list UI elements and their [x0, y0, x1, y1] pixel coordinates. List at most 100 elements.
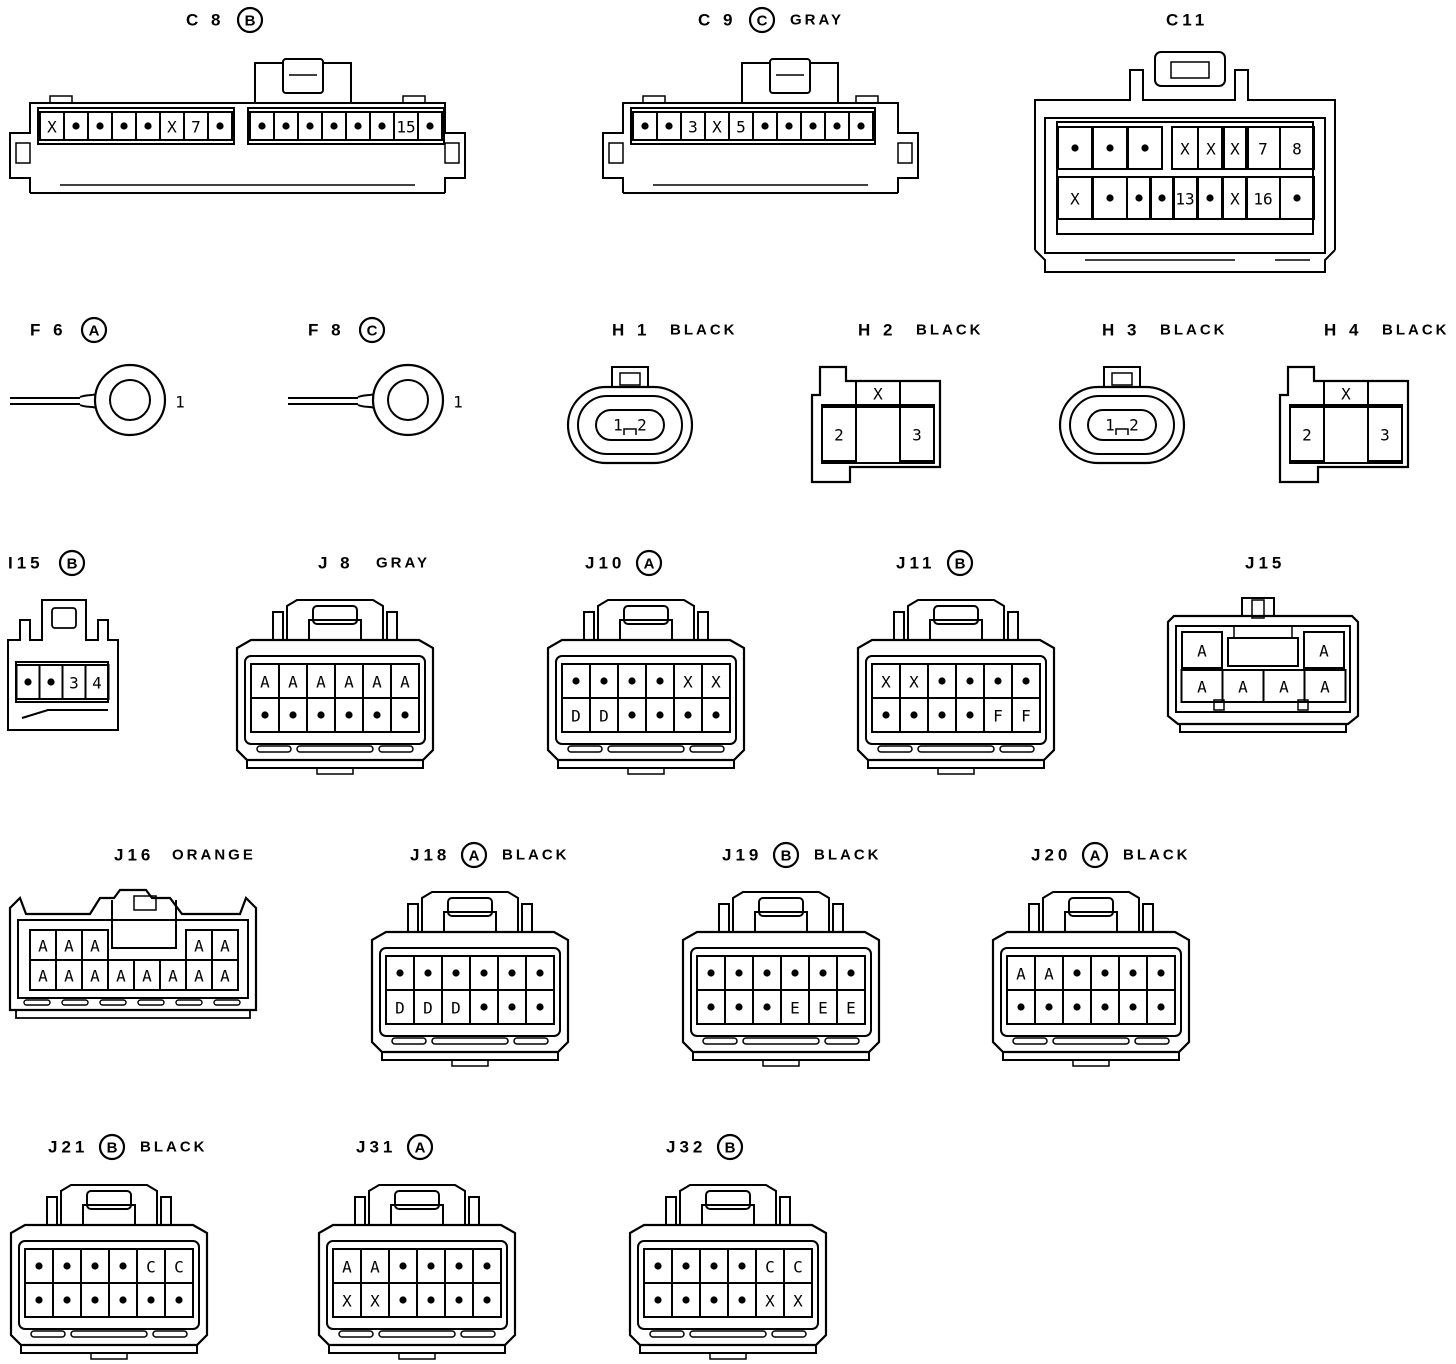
pin-cell: A	[159, 959, 187, 991]
pin-cell: A	[1221, 669, 1265, 703]
pin-label: A	[168, 967, 178, 986]
pin-dot	[354, 122, 362, 130]
pin-cell: X	[1222, 176, 1248, 220]
pin-cell	[250, 697, 280, 733]
pin-cell	[1197, 176, 1223, 220]
pin-cell: A	[55, 929, 83, 961]
pin-dot	[572, 677, 580, 685]
pin-cell: F	[983, 697, 1013, 733]
pin-cell	[780, 955, 810, 991]
pin-cell: D	[413, 989, 443, 1025]
pin-cell	[927, 697, 957, 733]
pin-cell: A	[185, 929, 213, 961]
pin-cell	[416, 1248, 446, 1284]
pin-dot	[738, 1262, 746, 1270]
pin-cell	[671, 1282, 701, 1318]
pin-cell	[108, 1248, 138, 1284]
connector-label-c11: C11	[1166, 11, 1204, 30]
pin-cell	[38, 664, 64, 700]
pin-cell	[24, 1282, 54, 1318]
pin-dot	[47, 678, 55, 686]
pin-cell	[444, 1282, 474, 1318]
pin-dot	[483, 1296, 491, 1304]
pin-cell: F	[1011, 697, 1041, 733]
wire-color: BLACK	[670, 322, 738, 339]
pin-cell	[306, 697, 336, 733]
pin-cell	[207, 111, 233, 141]
pin-label: X	[342, 1292, 352, 1311]
pin-cell	[1127, 126, 1163, 170]
pin-label: X	[1230, 140, 1240, 159]
connector-f8: 1	[288, 363, 463, 437]
pin-dot	[317, 711, 325, 719]
pin-cell	[1126, 176, 1152, 220]
pin-cell	[1062, 989, 1092, 1025]
wire-color: GRAY	[376, 555, 430, 572]
pin-label: X	[873, 385, 883, 404]
pin-dot	[120, 122, 128, 130]
pin-cell: 8	[1279, 126, 1315, 170]
pin-cell: A	[334, 663, 364, 699]
pin-dot	[1157, 969, 1165, 977]
pin-label: 16	[1253, 190, 1272, 209]
pin-dot	[735, 969, 743, 977]
pin-cell	[1062, 955, 1092, 991]
pin-cell	[955, 697, 985, 733]
pin-label: X	[1070, 190, 1080, 209]
pin-label: X	[1180, 140, 1190, 159]
variant-letter: B	[245, 13, 256, 30]
pin-label: 2	[637, 416, 647, 435]
pin-dot	[857, 122, 865, 130]
pin-dot	[399, 1296, 407, 1304]
pin-dot	[994, 677, 1002, 685]
pin-cell	[278, 697, 308, 733]
pin-label: A	[90, 967, 100, 986]
pin-dot	[258, 122, 266, 130]
pin-label: A	[342, 1258, 352, 1277]
pin-dot	[707, 1003, 715, 1011]
pin-label: A	[260, 673, 270, 692]
pin-dot	[1017, 1003, 1025, 1011]
connector-name: J 8	[318, 554, 354, 573]
pin-cell	[497, 989, 527, 1025]
pin-label: C	[793, 1258, 803, 1277]
wire-color: BLACK	[916, 322, 984, 339]
wire-color: BLACK	[814, 847, 882, 864]
pin-dot	[289, 711, 297, 719]
pin-label: X	[765, 1292, 775, 1311]
variant-letter: B	[781, 848, 792, 865]
pin-dot	[306, 122, 314, 130]
variant-badge: B	[772, 841, 800, 869]
pin-dot	[1129, 1003, 1137, 1011]
variant-badge: C	[358, 316, 386, 344]
pin-cell: C	[755, 1248, 785, 1284]
pin-dot	[91, 1262, 99, 1270]
pin-dot	[1206, 194, 1214, 202]
pin-cell	[1146, 989, 1176, 1025]
pin-dot	[1101, 1003, 1109, 1011]
pin-dot	[1106, 194, 1114, 202]
variant-badge: B	[58, 549, 86, 577]
pin-cell	[1092, 176, 1128, 220]
pin-cell	[472, 1248, 502, 1284]
pin-dot	[536, 1003, 544, 1011]
pin-dot	[378, 122, 386, 130]
pin-cell	[589, 663, 619, 699]
pin-label: A	[194, 937, 204, 956]
pin-label: D	[423, 999, 433, 1018]
pin-label: C	[146, 1258, 156, 1277]
connector-name: I15	[8, 554, 44, 573]
pin-cell: A	[1180, 669, 1224, 703]
pin-dot	[119, 1262, 127, 1270]
pin-dot	[144, 122, 152, 130]
pin-cell	[164, 1282, 194, 1318]
pin-label: 1	[453, 393, 463, 412]
pin-cell	[752, 989, 782, 1025]
